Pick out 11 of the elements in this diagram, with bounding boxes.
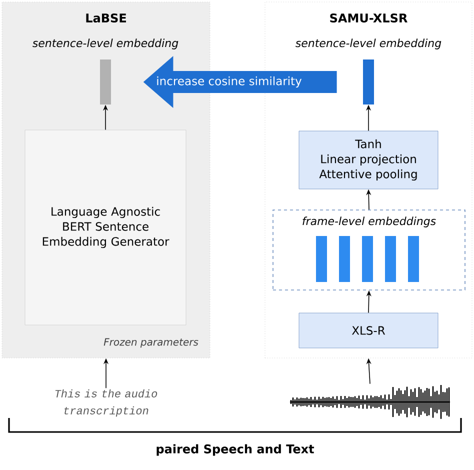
caption-text: paired Speech and Text (156, 444, 314, 456)
embeddings-box: frame-level embeddings (272, 210, 466, 290)
process-box: Tanh Linear projection Attentive pooling (298, 130, 438, 190)
transcription-text: This is the audio transcription (55, 389, 158, 417)
heading: sentence-level embedding (32, 38, 178, 50)
process-box: Language Agnostic BERT Sentence Embedding Generator (24, 130, 186, 326)
process-box: XLS-R (298, 312, 438, 348)
waveform-drawing (289, 384, 451, 420)
embedding-bar (100, 60, 111, 104)
embedding-bar (363, 60, 374, 104)
heading: sentence-level embedding (296, 38, 442, 50)
